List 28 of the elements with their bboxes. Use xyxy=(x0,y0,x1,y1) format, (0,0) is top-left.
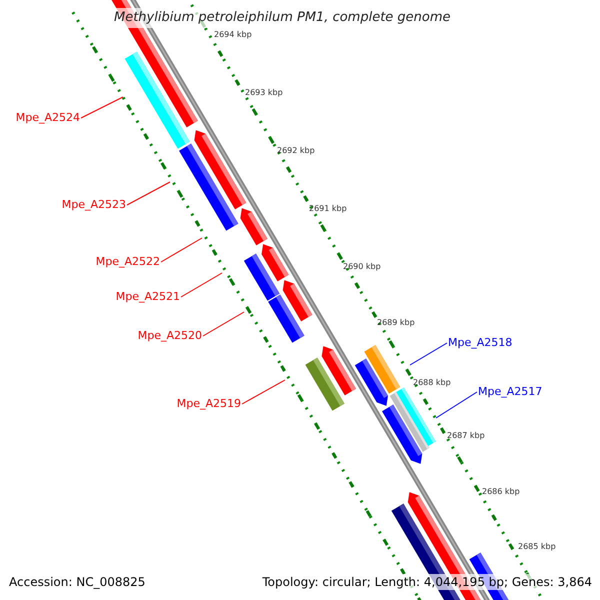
leader-line xyxy=(126,182,170,206)
gene-label: Mpe_A2523 xyxy=(62,197,126,213)
leader-line xyxy=(180,272,222,298)
gene-label: Mpe_A2519 xyxy=(176,396,241,412)
gene-label: Mpe_A2517 xyxy=(478,384,542,400)
scale-label: 2686 kbp xyxy=(482,487,520,497)
scale-label: 2692 kbp xyxy=(277,146,315,156)
scale-label: 2689 kbp xyxy=(377,318,415,328)
genome-info-text: Topology: circular; Length: 4,044,195 bp; Genes: 3,864 xyxy=(262,574,592,590)
gene-label: Mpe_A2522 xyxy=(96,254,160,270)
scale-label: 2693 kbp xyxy=(245,88,283,98)
scale-label: 2687 kbp xyxy=(447,431,485,441)
leader-line xyxy=(242,380,286,404)
leader-line xyxy=(202,312,244,336)
scale-label: 2688 kbp xyxy=(413,378,451,388)
leader-line xyxy=(436,392,478,418)
scale-label: 2694 kbp xyxy=(214,30,252,40)
scale-label: 2691 kbp xyxy=(309,204,347,214)
leader-line xyxy=(160,238,202,262)
scale-label: 2690 kbp xyxy=(343,262,381,272)
leader-line xyxy=(80,96,124,118)
gene-label: Mpe_A2518 xyxy=(448,335,512,351)
accession-text: Accession: NC_008825 xyxy=(9,574,146,590)
gene-label: Mpe_A2524 xyxy=(16,110,80,126)
gene-label: Mpe_A2520 xyxy=(138,328,202,344)
scale-label: 2685 kbp xyxy=(518,542,556,552)
leader-line xyxy=(410,342,448,366)
gene-label: Mpe_A2521 xyxy=(116,289,180,305)
